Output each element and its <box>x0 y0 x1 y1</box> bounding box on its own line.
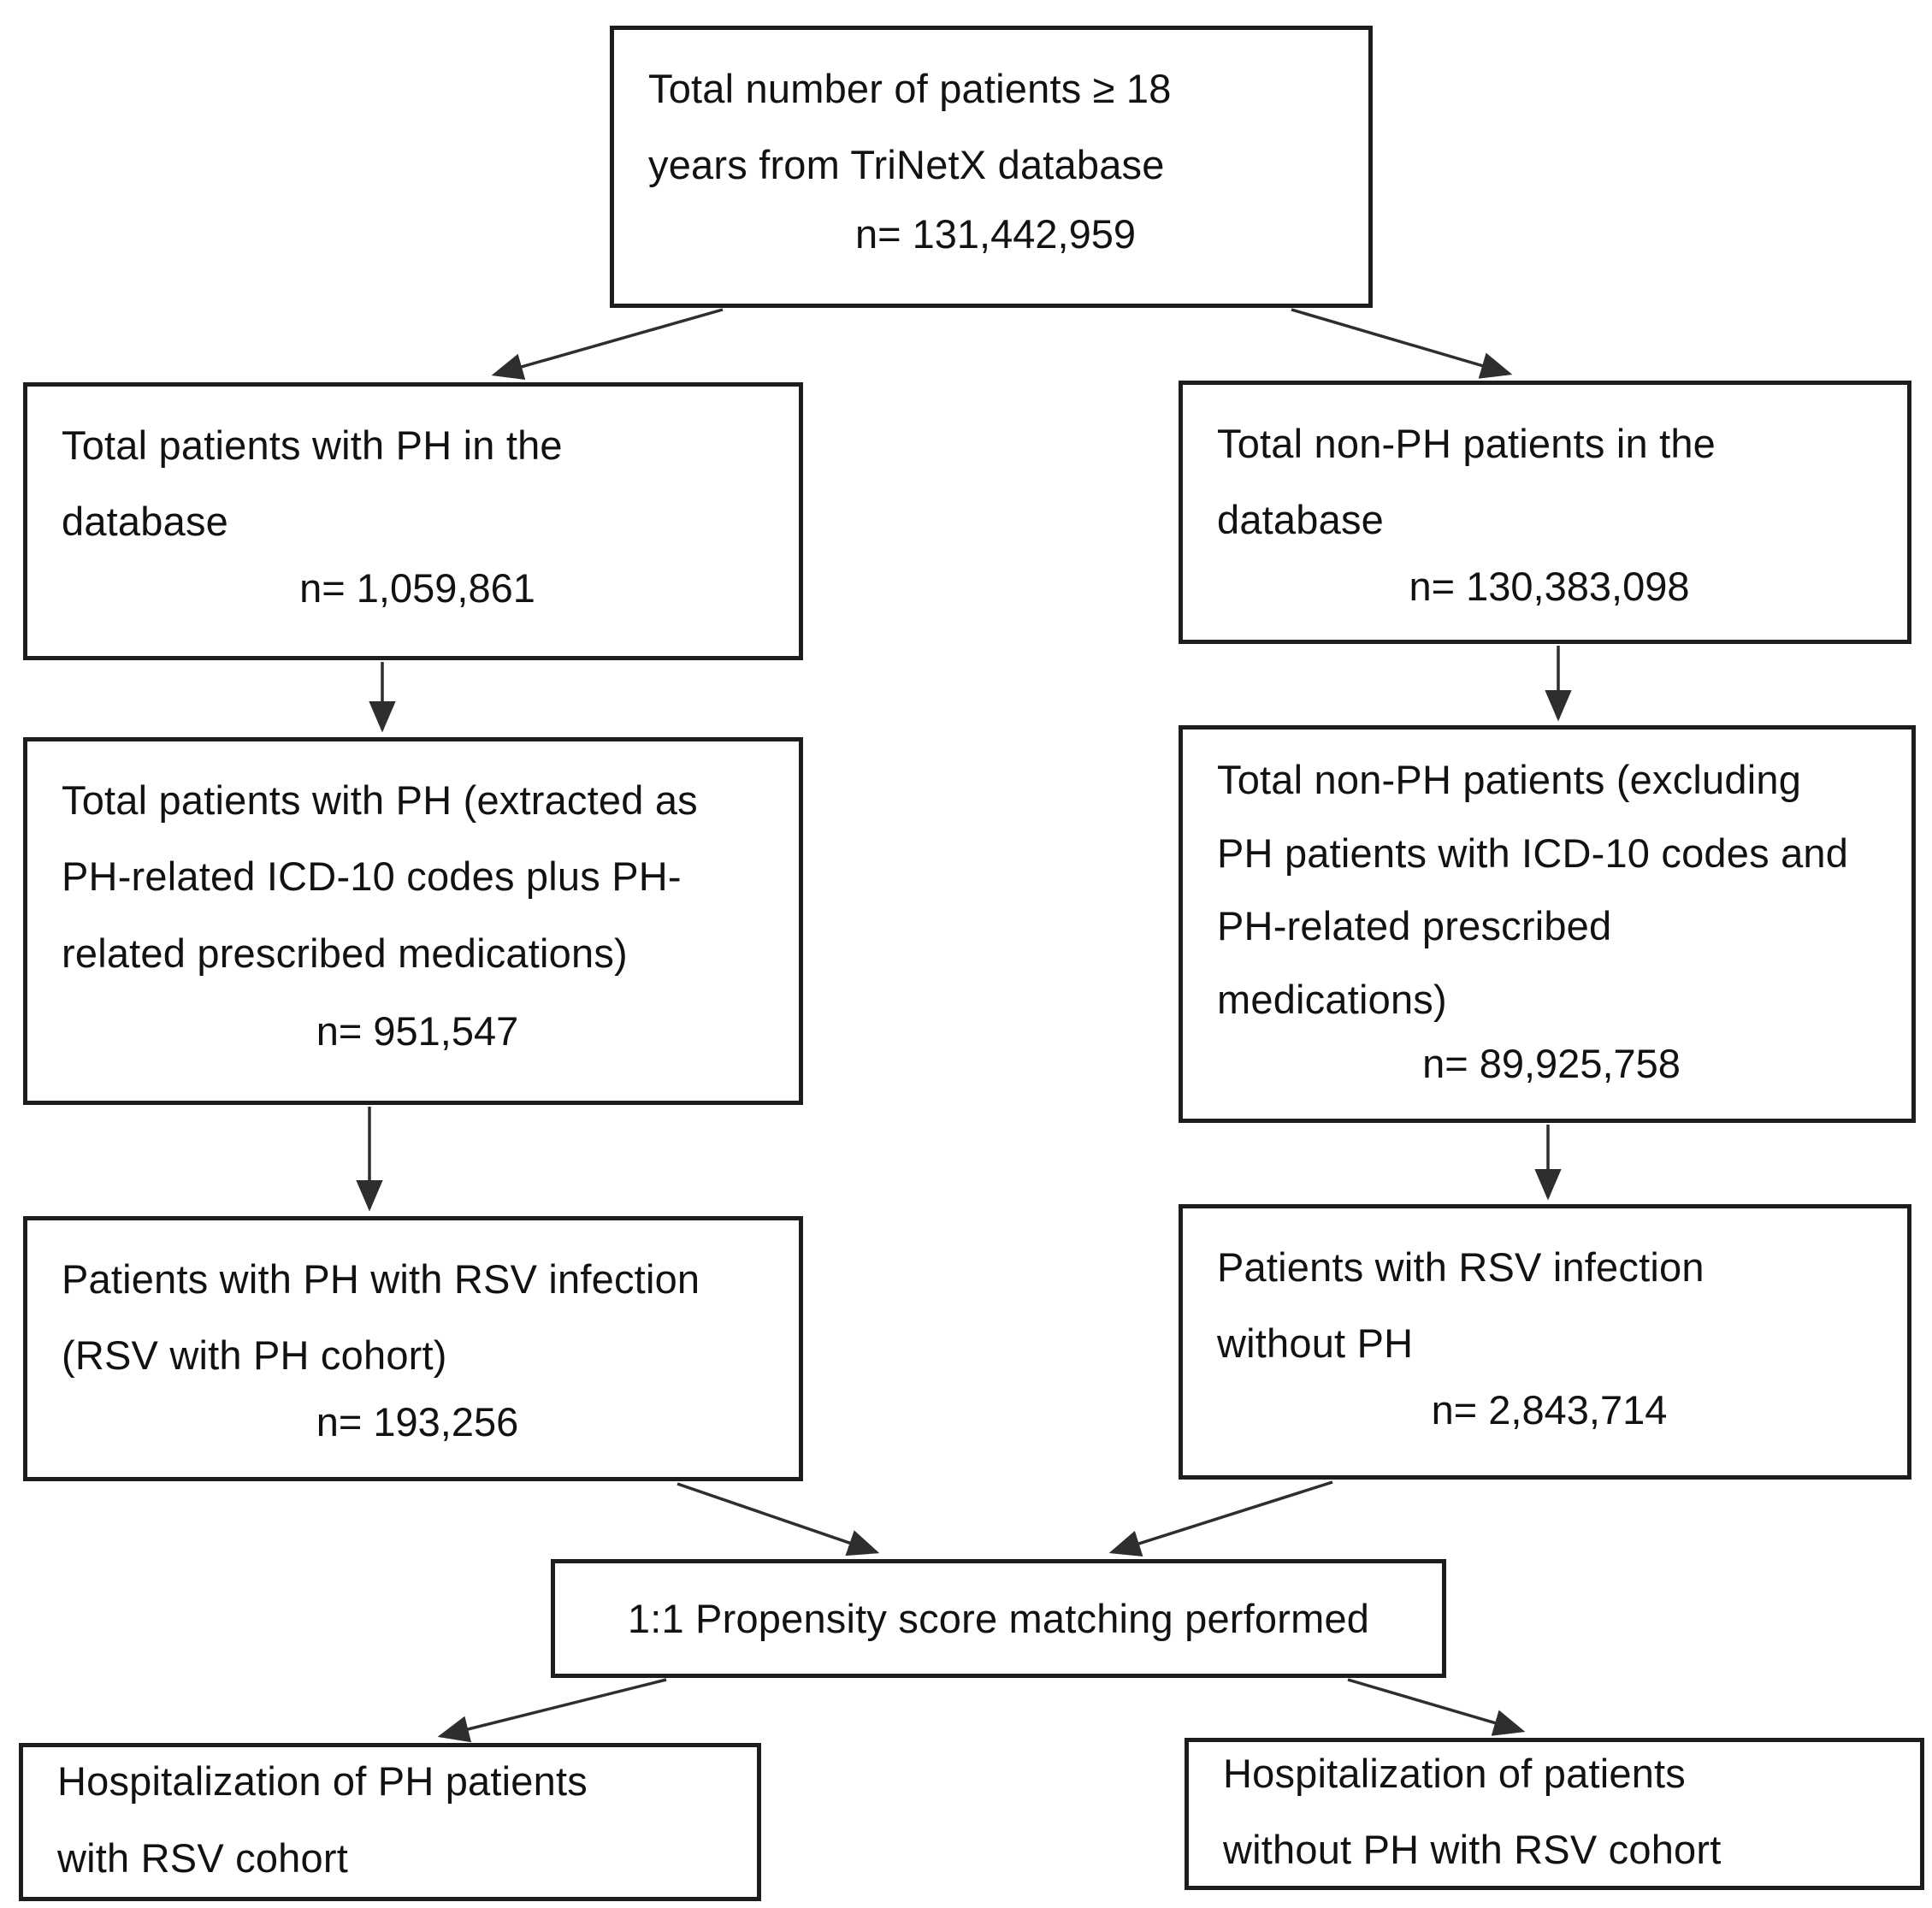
node-n-value: n= 1,059,861 <box>299 564 535 611</box>
node-ph-rsv-cohort: Patients with PH with RSV infection (RSV… <box>23 1216 803 1481</box>
node-label: Total patients with PH (extracted as PH-… <box>62 777 698 976</box>
node-label: Hospitalization of patients without PH w… <box>1223 1750 1722 1872</box>
node-n-value: n= 89,925,758 <box>1422 1041 1681 1087</box>
node-n-value: n= 193,256 <box>316 1398 519 1444</box>
arrow-total-to-ph-db <box>491 308 724 381</box>
node-label: Patients with RSV infection without PH <box>1217 1244 1705 1367</box>
node-label: Total number of patients ≥ 18 years from… <box>648 66 1172 188</box>
node-hospitalization-ph: Hospitalization of PH patients with RSV … <box>19 1743 761 1901</box>
node-ph-in-database: Total patients with PH in the database n… <box>23 382 803 660</box>
node-nonph-excluded: Total non-PH patients (excluding PH pati… <box>1179 725 1916 1123</box>
node-label: Patients with PH with RSV infection (RSV… <box>62 1256 700 1379</box>
node-n-value: n= 951,547 <box>316 1008 519 1054</box>
node-propensity-matching: 1:1 Propensity score matching performed <box>551 1559 1446 1678</box>
node-nonph-in-database: Total non-PH patients in the database n=… <box>1179 381 1911 644</box>
node-ph-extracted: Total patients with PH (extracted as PH-… <box>23 737 803 1105</box>
node-label: Total non-PH patients in the database <box>1217 421 1716 543</box>
node-n-value: n= 2,843,714 <box>1431 1386 1668 1432</box>
arrow-ph-rsv-to-matching <box>676 1482 880 1557</box>
arrow-total-to-nonph-db <box>1291 308 1513 379</box>
node-label: 1:1 Propensity score matching performed <box>627 1595 1370 1641</box>
node-n-value: n= 130,383,098 <box>1409 563 1690 609</box>
node-rsv-without-ph: Patients with RSV infection without PH n… <box>1179 1204 1911 1480</box>
node-label: Total patients with PH in the database <box>62 422 563 545</box>
node-total-patients: Total number of patients ≥ 18 years from… <box>610 26 1373 308</box>
node-label: Total non-PH patients (excluding PH pati… <box>1217 757 1849 1022</box>
node-label: Hospitalization of PH patients with RSV … <box>57 1758 588 1881</box>
node-n-value: n= 131,442,959 <box>854 211 1136 257</box>
arrow-rsv-nonph-to-matching <box>1108 1480 1333 1557</box>
arrow-matching-to-hosp-nonph <box>1347 1678 1526 1736</box>
arrow-matching-to-hosp-ph <box>437 1678 667 1743</box>
node-hospitalization-nonph: Hospitalization of patients without PH w… <box>1185 1738 1924 1890</box>
